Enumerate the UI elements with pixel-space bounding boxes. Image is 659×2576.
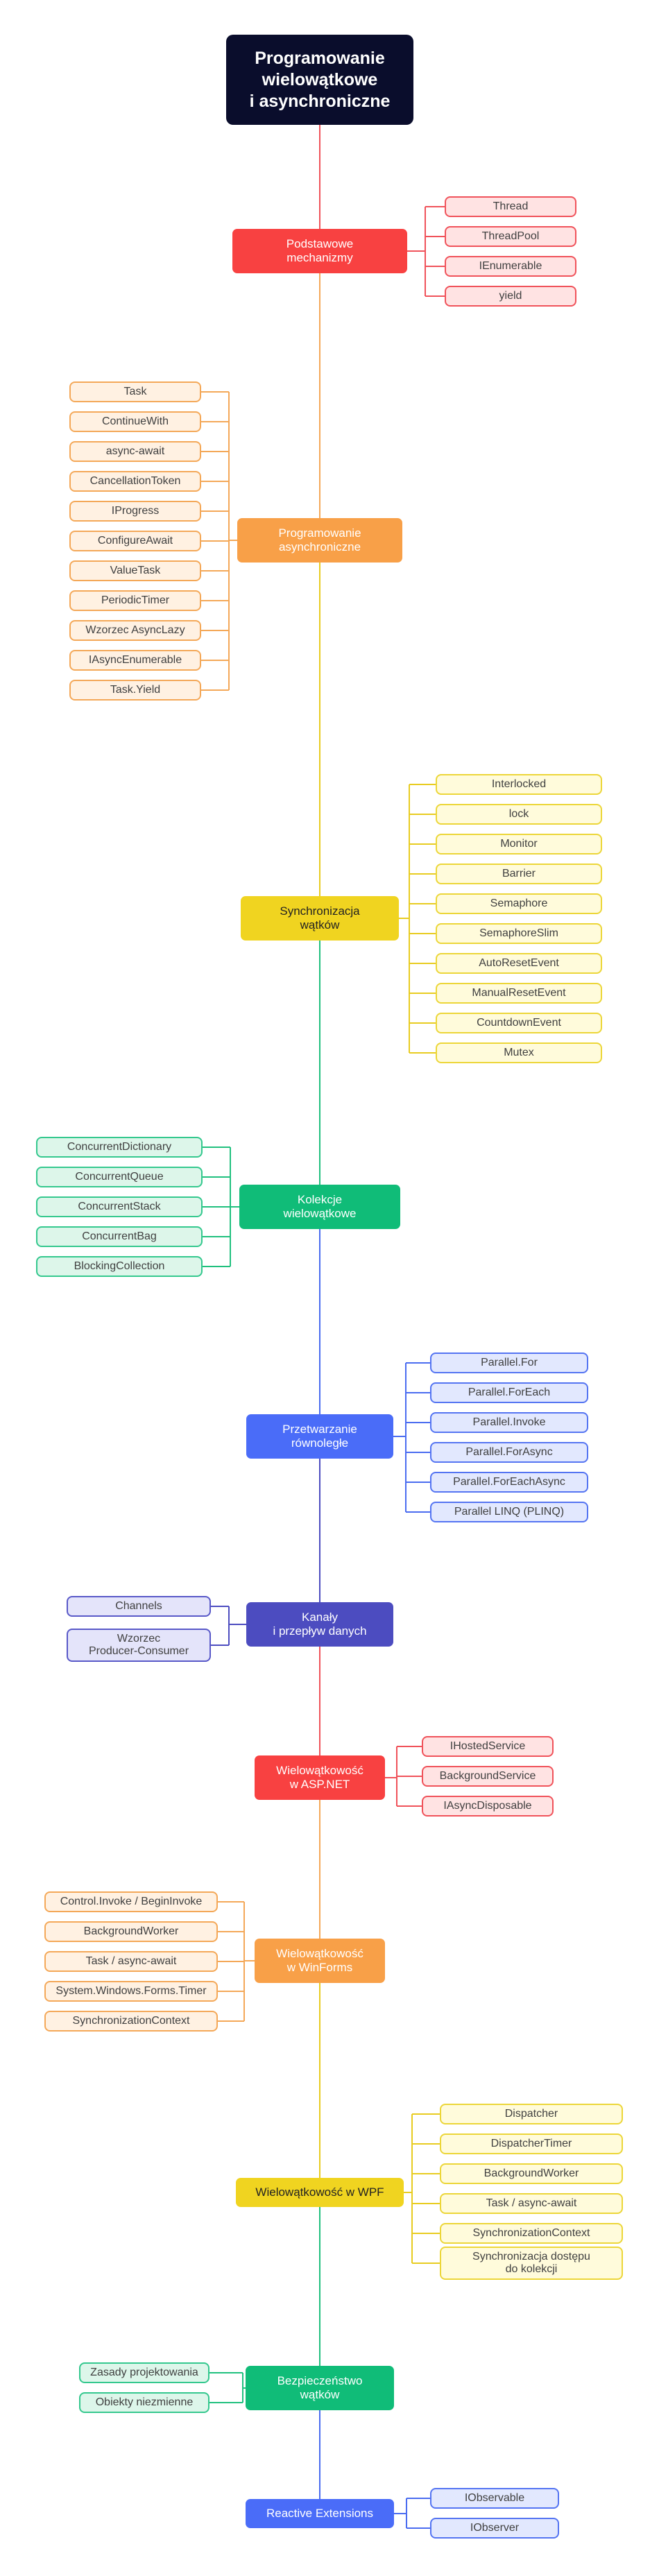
leaf-item-9-1: Obiekty niezmienne	[79, 2392, 209, 2413]
leaf-item-4-2: Parallel.Invoke	[430, 1412, 588, 1433]
category-node-6: Wielowątkowość w ASP.NET	[255, 1755, 385, 1800]
leaf-item-8-4: SynchronizationContext	[440, 2223, 623, 2244]
leaf-item-1-7: PeriodicTimer	[69, 590, 201, 611]
leaf-item-7-4: SynchronizationContext	[44, 2011, 218, 2032]
category-node-7: Wielowątkowość w WinForms	[255, 1939, 385, 1983]
leaf-item-8-2: BackgroundWorker	[440, 2163, 623, 2184]
leaf-item-0-0: Thread	[445, 196, 576, 217]
leaf-item-3-3: ConcurrentBag	[36, 1226, 203, 1247]
leaf-item-8-0: Dispatcher	[440, 2104, 623, 2124]
leaf-item-8-5: Synchronizacja dostępu do kolekcji	[440, 2247, 623, 2280]
leaf-item-2-5: SemaphoreSlim	[436, 923, 602, 944]
category-node-0: Podstawowe mechanizmy	[232, 229, 407, 273]
category-node-10: Reactive Extensions	[246, 2499, 394, 2528]
leaf-item-7-3: System.Windows.Forms.Timer	[44, 1981, 218, 2002]
leaf-item-1-1: ContinueWith	[69, 411, 201, 432]
leaf-item-1-10: Task.Yield	[69, 680, 201, 701]
leaf-item-1-5: ConfigureAwait	[69, 531, 201, 551]
leaf-item-2-1: lock	[436, 804, 602, 825]
leaf-item-4-5: Parallel LINQ (PLINQ)	[430, 1502, 588, 1522]
leaf-item-2-8: CountdownEvent	[436, 1013, 602, 1033]
leaf-item-2-9: Mutex	[436, 1042, 602, 1063]
leaf-item-1-0: Task	[69, 381, 201, 402]
leaf-item-0-1: ThreadPool	[445, 226, 576, 247]
leaf-item-1-2: async-await	[69, 441, 201, 462]
leaf-item-7-0: Control.Invoke / BeginInvoke	[44, 1891, 218, 1912]
leaf-item-2-6: AutoResetEvent	[436, 953, 602, 974]
leaf-item-9-0: Zasady projektowania	[79, 2362, 209, 2383]
leaf-item-4-1: Parallel.ForEach	[430, 1382, 588, 1403]
category-node-8: Wielowątkowość w WPF	[236, 2178, 404, 2207]
leaf-item-2-0: Interlocked	[436, 774, 602, 795]
leaf-item-10-1: IObserver	[430, 2518, 559, 2539]
category-node-2: Synchronizacja wątków	[241, 896, 399, 941]
leaf-item-2-2: Monitor	[436, 834, 602, 855]
category-node-1: Programowanie asynchroniczne	[237, 518, 402, 563]
leaf-item-4-4: Parallel.ForEachAsync	[430, 1472, 588, 1493]
leaf-item-8-1: DispatcherTimer	[440, 2133, 623, 2154]
leaf-item-5-0: Channels	[67, 1596, 211, 1617]
root-topic: Programowanie wielowątkowe i asynchronic…	[226, 35, 413, 125]
leaf-item-10-0: IObservable	[430, 2488, 559, 2509]
leaf-item-3-1: ConcurrentQueue	[36, 1167, 203, 1187]
leaf-item-1-4: IProgress	[69, 501, 201, 522]
leaf-item-0-2: IEnumerable	[445, 256, 576, 277]
leaf-item-6-1: BackgroundService	[422, 1766, 554, 1787]
leaf-item-3-4: BlockingCollection	[36, 1256, 203, 1277]
leaf-item-1-9: IAsyncEnumerable	[69, 650, 201, 671]
leaf-item-0-3: yield	[445, 286, 576, 307]
leaf-item-7-1: BackgroundWorker	[44, 1921, 218, 1942]
category-node-4: Przetwarzanie równoległe	[246, 1414, 393, 1459]
leaf-item-1-6: ValueTask	[69, 560, 201, 581]
category-node-3: Kolekcje wielowątkowe	[239, 1185, 400, 1229]
leaf-item-7-2: Task / async-await	[44, 1951, 218, 1972]
leaf-item-2-3: Barrier	[436, 864, 602, 884]
category-node-5: Kanały i przepływ danych	[246, 1602, 393, 1647]
leaf-item-1-3: CancellationToken	[69, 471, 201, 492]
leaf-item-1-8: Wzorzec AsyncLazy	[69, 620, 201, 641]
leaf-item-6-0: IHostedService	[422, 1736, 554, 1757]
leaf-item-2-7: ManualResetEvent	[436, 983, 602, 1004]
category-node-9: Bezpieczeństwo wątków	[246, 2366, 394, 2410]
leaf-item-2-4: Semaphore	[436, 893, 602, 914]
leaf-item-3-0: ConcurrentDictionary	[36, 1137, 203, 1158]
leaf-item-4-3: Parallel.ForAsync	[430, 1442, 588, 1463]
leaf-item-6-2: IAsyncDisposable	[422, 1796, 554, 1817]
leaf-item-4-0: Parallel.For	[430, 1353, 588, 1373]
leaf-item-3-2: ConcurrentStack	[36, 1196, 203, 1217]
leaf-item-8-3: Task / async-await	[440, 2193, 623, 2214]
leaf-item-5-1: Wzorzec Producer-Consumer	[67, 1629, 211, 1662]
